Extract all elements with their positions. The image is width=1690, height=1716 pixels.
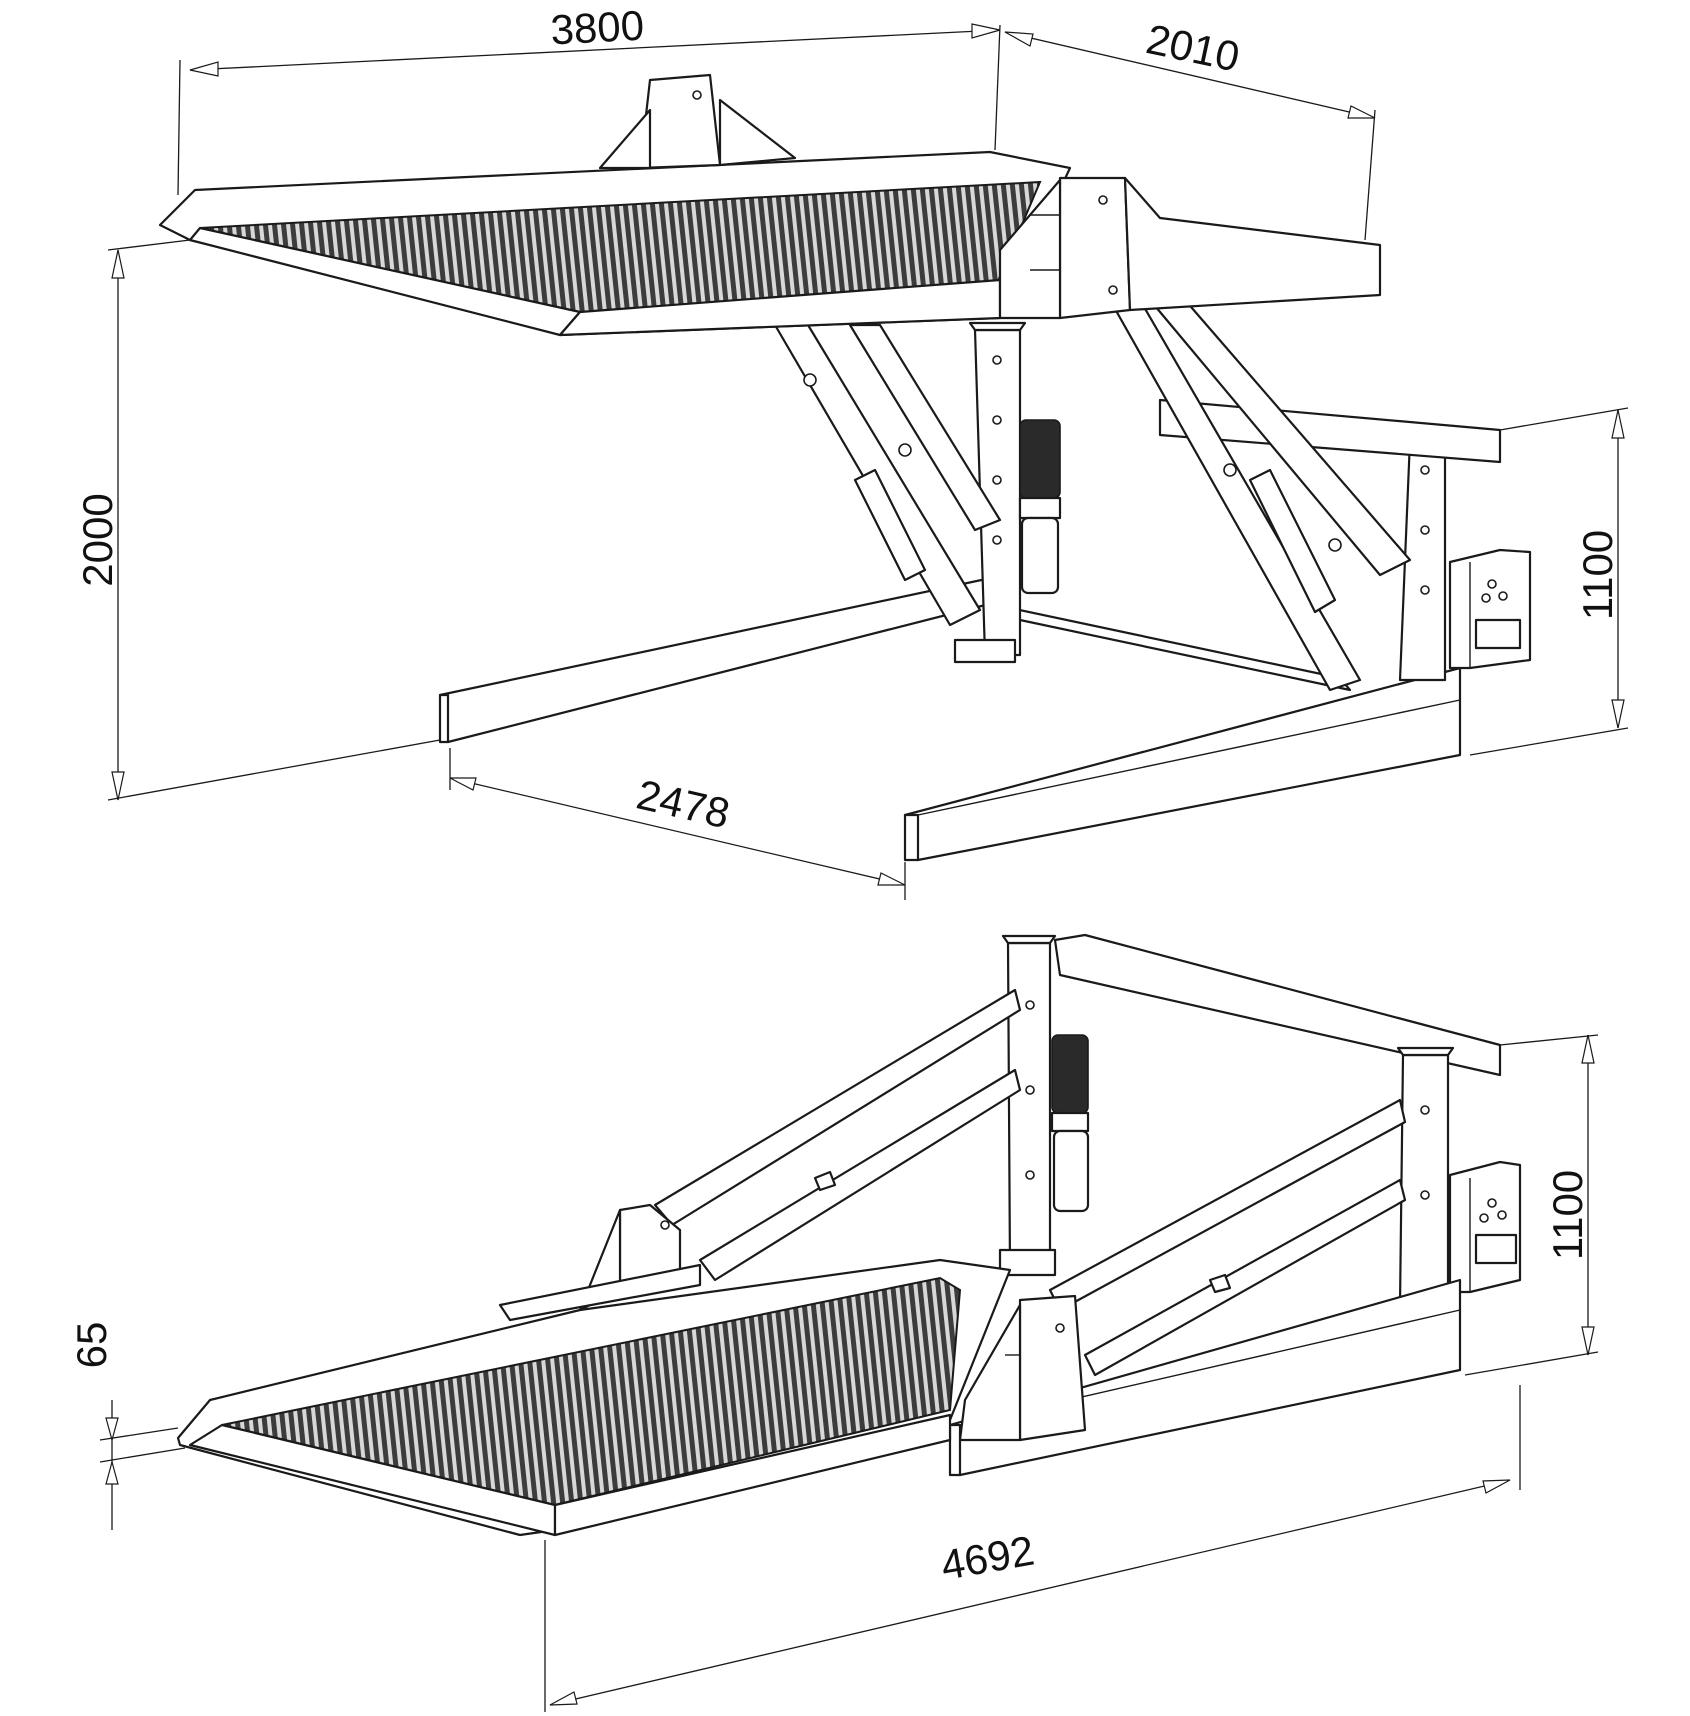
lowered-front-post <box>958 1294 1087 1442</box>
dimension-height-label: 2000 <box>74 493 121 586</box>
dimension-platform-thickness-label: 65 <box>68 1322 115 1369</box>
lowered-rear-frame <box>1053 933 1502 1077</box>
platform-front-tower <box>1058 176 1132 320</box>
raised-lift-view: 3800 2010 2000 1100 <box>74 2 1629 900</box>
dimension-width: 3800 <box>177 2 1001 196</box>
dimension-width-label: 3800 <box>549 2 645 54</box>
lowered-lift-view: 1100 65 4692 <box>68 933 1599 1712</box>
lowered-rear-left-post <box>998 934 1057 1277</box>
left-ground-rail <box>438 573 1007 744</box>
right-ground-rail <box>903 666 1462 862</box>
dimension-rail-label: 2478 <box>632 770 734 837</box>
right-lift-arm <box>1108 298 1412 692</box>
dimension-platform-thickness: 65 <box>68 1322 186 1530</box>
dimension-rail: 2478 <box>449 748 906 900</box>
dimension-clearance-bottom: 1100 <box>1464 1034 1599 1376</box>
control-box <box>1448 548 1532 670</box>
dimension-clearance-top-label: 1100 <box>1574 530 1621 620</box>
rear-top-frame <box>1158 398 1502 464</box>
control-button-icon <box>1481 593 1491 603</box>
lowered-control-box <box>1448 1160 1522 1294</box>
raised-platform <box>158 73 1382 337</box>
platform-tower <box>638 73 722 170</box>
lift-motor <box>1018 419 1062 595</box>
control-button-icon <box>1487 1198 1497 1208</box>
left-lift-arm <box>773 323 1002 627</box>
dimension-clearance-bottom-label: 1100 <box>1544 1170 1591 1260</box>
dimension-depth-label: 2010 <box>1142 15 1243 80</box>
dimension-total-length-label: 4692 <box>937 1526 1037 1589</box>
rear-left-post <box>953 321 1027 664</box>
dimension-height: 2000 <box>74 239 441 801</box>
lowered-rear-right-post <box>1396 1046 1455 1307</box>
lowered-platform <box>176 1258 1012 1537</box>
lowered-left-arms <box>498 988 1022 1322</box>
dimension-clearance-top: 1100 <box>1469 407 1629 756</box>
control-button-icon <box>1497 1210 1507 1220</box>
control-button-icon <box>1487 579 1497 589</box>
control-button-icon <box>1498 591 1508 601</box>
lowered-lift-motor <box>1050 1034 1090 1213</box>
control-button-icon <box>1479 1213 1489 1223</box>
